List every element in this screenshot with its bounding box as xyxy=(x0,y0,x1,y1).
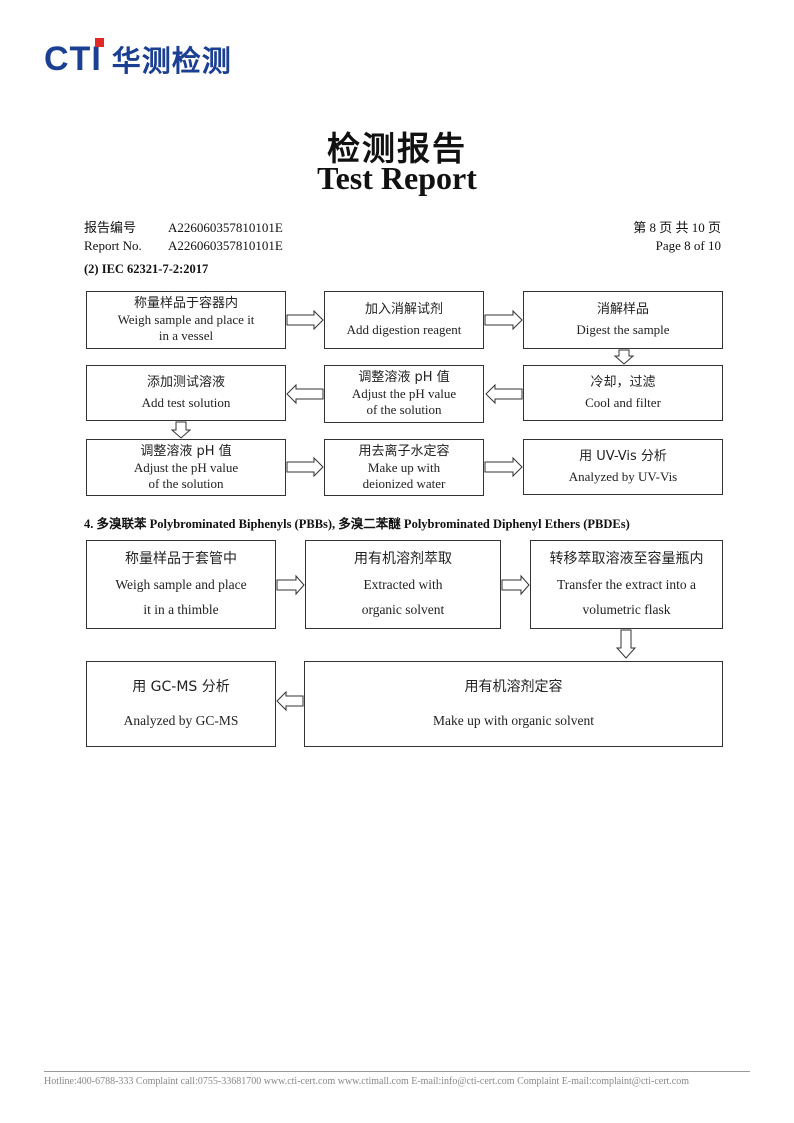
step-label-en: Weigh sample and place it xyxy=(117,312,255,327)
step-label-cn: 转移萃取溶液至容量瓶内 xyxy=(549,551,704,567)
flow-step: 冷却，过滤 Cool and filter xyxy=(523,365,723,421)
step-label-cn: 用 UV-Vis 分析 xyxy=(579,449,667,464)
page-number-en: Page 8 of 10 xyxy=(655,238,721,253)
step-label-cn: 添加测试溶液 xyxy=(146,375,225,390)
flow-step: 称量样品于套管中 Weigh sample and place it in a … xyxy=(86,540,276,629)
step-label-en: Cool and filter xyxy=(585,395,661,410)
report-no-cn: A226060357810101E xyxy=(168,220,283,235)
step-label-cn: 用有机溶剂萃取 xyxy=(354,551,452,567)
flow-step: 调整溶液 pH 值 Adjust the pH value of the sol… xyxy=(86,439,286,496)
section-heading-pbb-pbde: 4. 多溴联苯 Polybrominated Biphenyls (PBBs),… xyxy=(84,517,630,531)
arrow-left-icon xyxy=(276,690,304,712)
step-label-en: Analyzed by UV-Vis xyxy=(568,469,678,484)
step-label-en: Adjust the pH value xyxy=(133,459,239,475)
report-no-label-en: Report No. xyxy=(84,238,142,253)
step-label-en-2: it in a thimble xyxy=(143,602,219,617)
step-label-en-2: volumetric flask xyxy=(582,602,671,617)
step-label-en: Add test solution xyxy=(141,395,231,410)
step-label-cn: 用有机溶剂定容 xyxy=(464,679,563,695)
report-number-block: 报告编号 A226060357810101E Report No. A2260603… xyxy=(84,219,283,255)
page-number-block: 第 8 页 共 10 页 Page 8 of 10 xyxy=(633,219,721,255)
flow-step: 消解样品 Digest the sample xyxy=(523,291,723,349)
step-label-en: Make up with organic solvent xyxy=(433,713,594,728)
report-no-label-cn: 报告编号 xyxy=(84,220,137,235)
step-label-cn: 调整溶液 pH 值 xyxy=(358,370,450,385)
arrow-down-icon xyxy=(613,349,635,365)
arrow-left-icon xyxy=(286,383,324,405)
flow-step: 用 GC-MS 分析 Analyzed by GC-MS xyxy=(86,661,276,747)
arrow-down-icon xyxy=(615,629,637,659)
step-label-cn: 冷却，过滤 xyxy=(590,375,656,390)
flow-step: 用有机溶剂定容 Make up with organic solvent xyxy=(304,661,723,747)
arrow-right-icon xyxy=(484,309,523,331)
flow-step: 调整溶液 pH 值 Adjust the pH value of the sol… xyxy=(324,365,484,423)
step-label-cn: 调整溶液 pH 值 xyxy=(140,443,232,459)
flow-step: 用 UV-Vis 分析 Analyzed by UV-Vis xyxy=(523,439,723,495)
footer-contact: Hotline:400-6788-333 Complaint call:0755… xyxy=(44,1076,690,1087)
step-label-cn: 加入消解试剂 xyxy=(364,302,443,317)
section-heading-iec: (2) IEC 62321-7-2:2017 xyxy=(84,262,209,276)
flow-step: 添加测试溶液 Add test solution xyxy=(86,365,286,421)
arrow-right-icon xyxy=(501,574,530,596)
step-label-cn: 用去离子水定容 xyxy=(358,443,450,459)
arrow-right-icon xyxy=(276,574,305,596)
step-label-cn: 消解样品 xyxy=(596,302,649,317)
arrow-right-icon xyxy=(286,309,324,331)
report-title-english: Test Report xyxy=(317,160,477,196)
step-label-en: Weigh sample and place xyxy=(115,577,247,592)
arrow-down-icon xyxy=(170,421,192,439)
footer-divider xyxy=(44,1071,750,1072)
step-label-en-2: in a vessel xyxy=(158,328,214,343)
step-label-en-2: of the solution xyxy=(366,402,442,417)
company-logo: CTI 华测检测 xyxy=(44,37,232,80)
page-number-cn: 第 8 页 共 10 页 xyxy=(633,220,721,235)
arrow-right-icon xyxy=(484,456,523,478)
arrow-right-icon xyxy=(286,456,324,478)
step-label-en: Add digestion reagent xyxy=(346,322,462,337)
step-label-cn: 称量样品于容器内 xyxy=(133,296,238,311)
flow-step: 用去离子水定容 Make up with deionized water xyxy=(324,439,484,496)
flow-step: 用有机溶剂萃取 Extracted with organic solvent xyxy=(305,540,501,629)
step-label-en: Extracted with xyxy=(363,577,443,592)
step-label-en: Digest the sample xyxy=(576,322,670,337)
step-label-en: Make up with xyxy=(367,459,441,475)
logo-accent-square xyxy=(94,37,104,47)
step-label-en: Transfer the extract into a xyxy=(557,577,696,592)
arrow-left-icon xyxy=(485,383,523,405)
step-label-en-2: of the solution xyxy=(148,475,224,491)
step-label-en-2: organic solvent xyxy=(361,602,445,617)
step-label-en: Analyzed by GC-MS xyxy=(123,713,239,728)
step-label-cn: 用 GC-MS 分析 xyxy=(132,679,230,695)
flow-step: 转移萃取溶液至容量瓶内 Transfer the extract into a … xyxy=(530,540,723,629)
report-no-en: A226060357810101E xyxy=(168,238,283,253)
step-label-cn: 称量样品于套管中 xyxy=(125,551,237,567)
logo-chinese-name: 华测检测 xyxy=(111,44,232,78)
logo-brand: CTI xyxy=(44,37,104,78)
flow-step: 加入消解试剂 Add digestion reagent xyxy=(324,291,484,349)
report-title-chinese: 检测报告 xyxy=(327,132,467,168)
flow-step: 称量样品于容器内 Weigh sample and place it in a … xyxy=(86,291,286,349)
step-label-en: Adjust the pH value xyxy=(351,386,457,401)
step-label-en-2: deionized water xyxy=(362,475,446,491)
